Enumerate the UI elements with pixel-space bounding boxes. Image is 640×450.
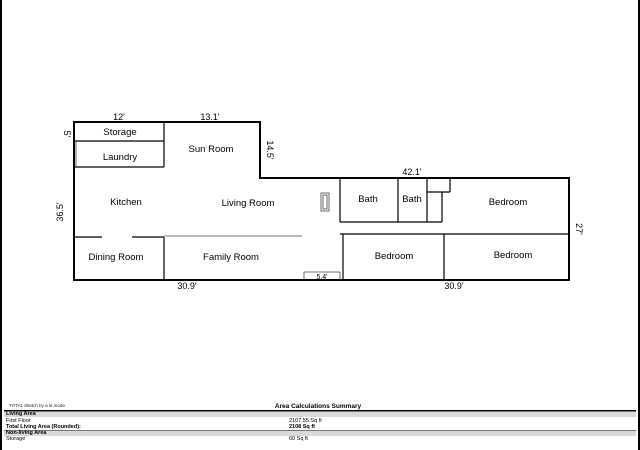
storage-area-label: Storage	[6, 436, 26, 442]
room-label-family-room: Family Room	[203, 252, 259, 263]
dim-right-side: 27'	[574, 223, 584, 235]
non-living-header: Non-living Area	[4, 430, 636, 436]
dim-top-middle: 13.1'	[200, 112, 220, 122]
entry-step	[303, 271, 341, 280]
total-living-value: 2108 Sq ft	[289, 424, 315, 430]
first-floor-label: First Floor	[6, 418, 31, 424]
dim-bottom-left: 30.9'	[177, 281, 197, 291]
room-label-bath-1: Bath	[358, 194, 378, 205]
floor-plan: Storage Laundry Sun Room Kitchen Living …	[55, 112, 584, 291]
room-label-bedroom-3: Bedroom	[494, 250, 533, 261]
bedroom-walls	[340, 233, 569, 280]
room-label-bath-2: Bath	[402, 194, 422, 205]
summary-title: Area Calculations Summary	[274, 403, 362, 410]
total-living-label: Total Living Area (Rounded):	[6, 424, 81, 430]
exterior-walls	[73, 121, 570, 281]
sketch-credit: TOTAL Sketch by a la mode	[9, 403, 65, 408]
dim-storage-side: 5'	[62, 131, 72, 138]
total-living-row: Total Living Area (Rounded): 2108 Sq ft	[4, 424, 636, 430]
dining-room-wall	[74, 236, 165, 280]
dim-bottom-right: 30.9'	[444, 281, 464, 291]
room-label-living-room: Living Room	[222, 198, 275, 209]
dim-sun-room-side: 14.5'	[265, 140, 275, 160]
room-label-laundry: Laundry	[103, 152, 138, 163]
storage-row: Storage 60 Sq ft	[4, 436, 636, 442]
room-label-bedroom-1: Bedroom	[489, 197, 528, 208]
living-area-header: Living Area	[4, 411, 636, 417]
bath-walls	[339, 178, 451, 223]
room-label-storage: Storage	[103, 127, 136, 138]
dim-left-side: 36.5'	[55, 202, 65, 222]
room-label-kitchen: Kitchen	[110, 197, 142, 208]
dim-top-right: 42.1'	[402, 167, 422, 177]
first-floor-row: First Floor 2107.55 Sq ft	[4, 418, 636, 424]
room-label-bedroom-2: Bedroom	[375, 251, 414, 262]
room-label-sun-room: Sun Room	[189, 144, 234, 155]
non-living-label: Non-living Area	[6, 430, 47, 436]
fireplace	[320, 192, 330, 212]
dim-top-left: 12'	[113, 112, 125, 122]
storage-laundry-walls	[74, 122, 165, 168]
dim-small: 5.4'	[316, 274, 327, 281]
living-area-label: Living Area	[6, 411, 36, 417]
room-label-dining-room: Dining Room	[89, 252, 144, 263]
first-floor-value: 2107.55 Sq ft	[289, 418, 322, 424]
summary-divider	[4, 410, 636, 411]
storage-area-value: 60 Sq ft	[289, 436, 308, 442]
fireplace-hearth	[322, 194, 328, 210]
